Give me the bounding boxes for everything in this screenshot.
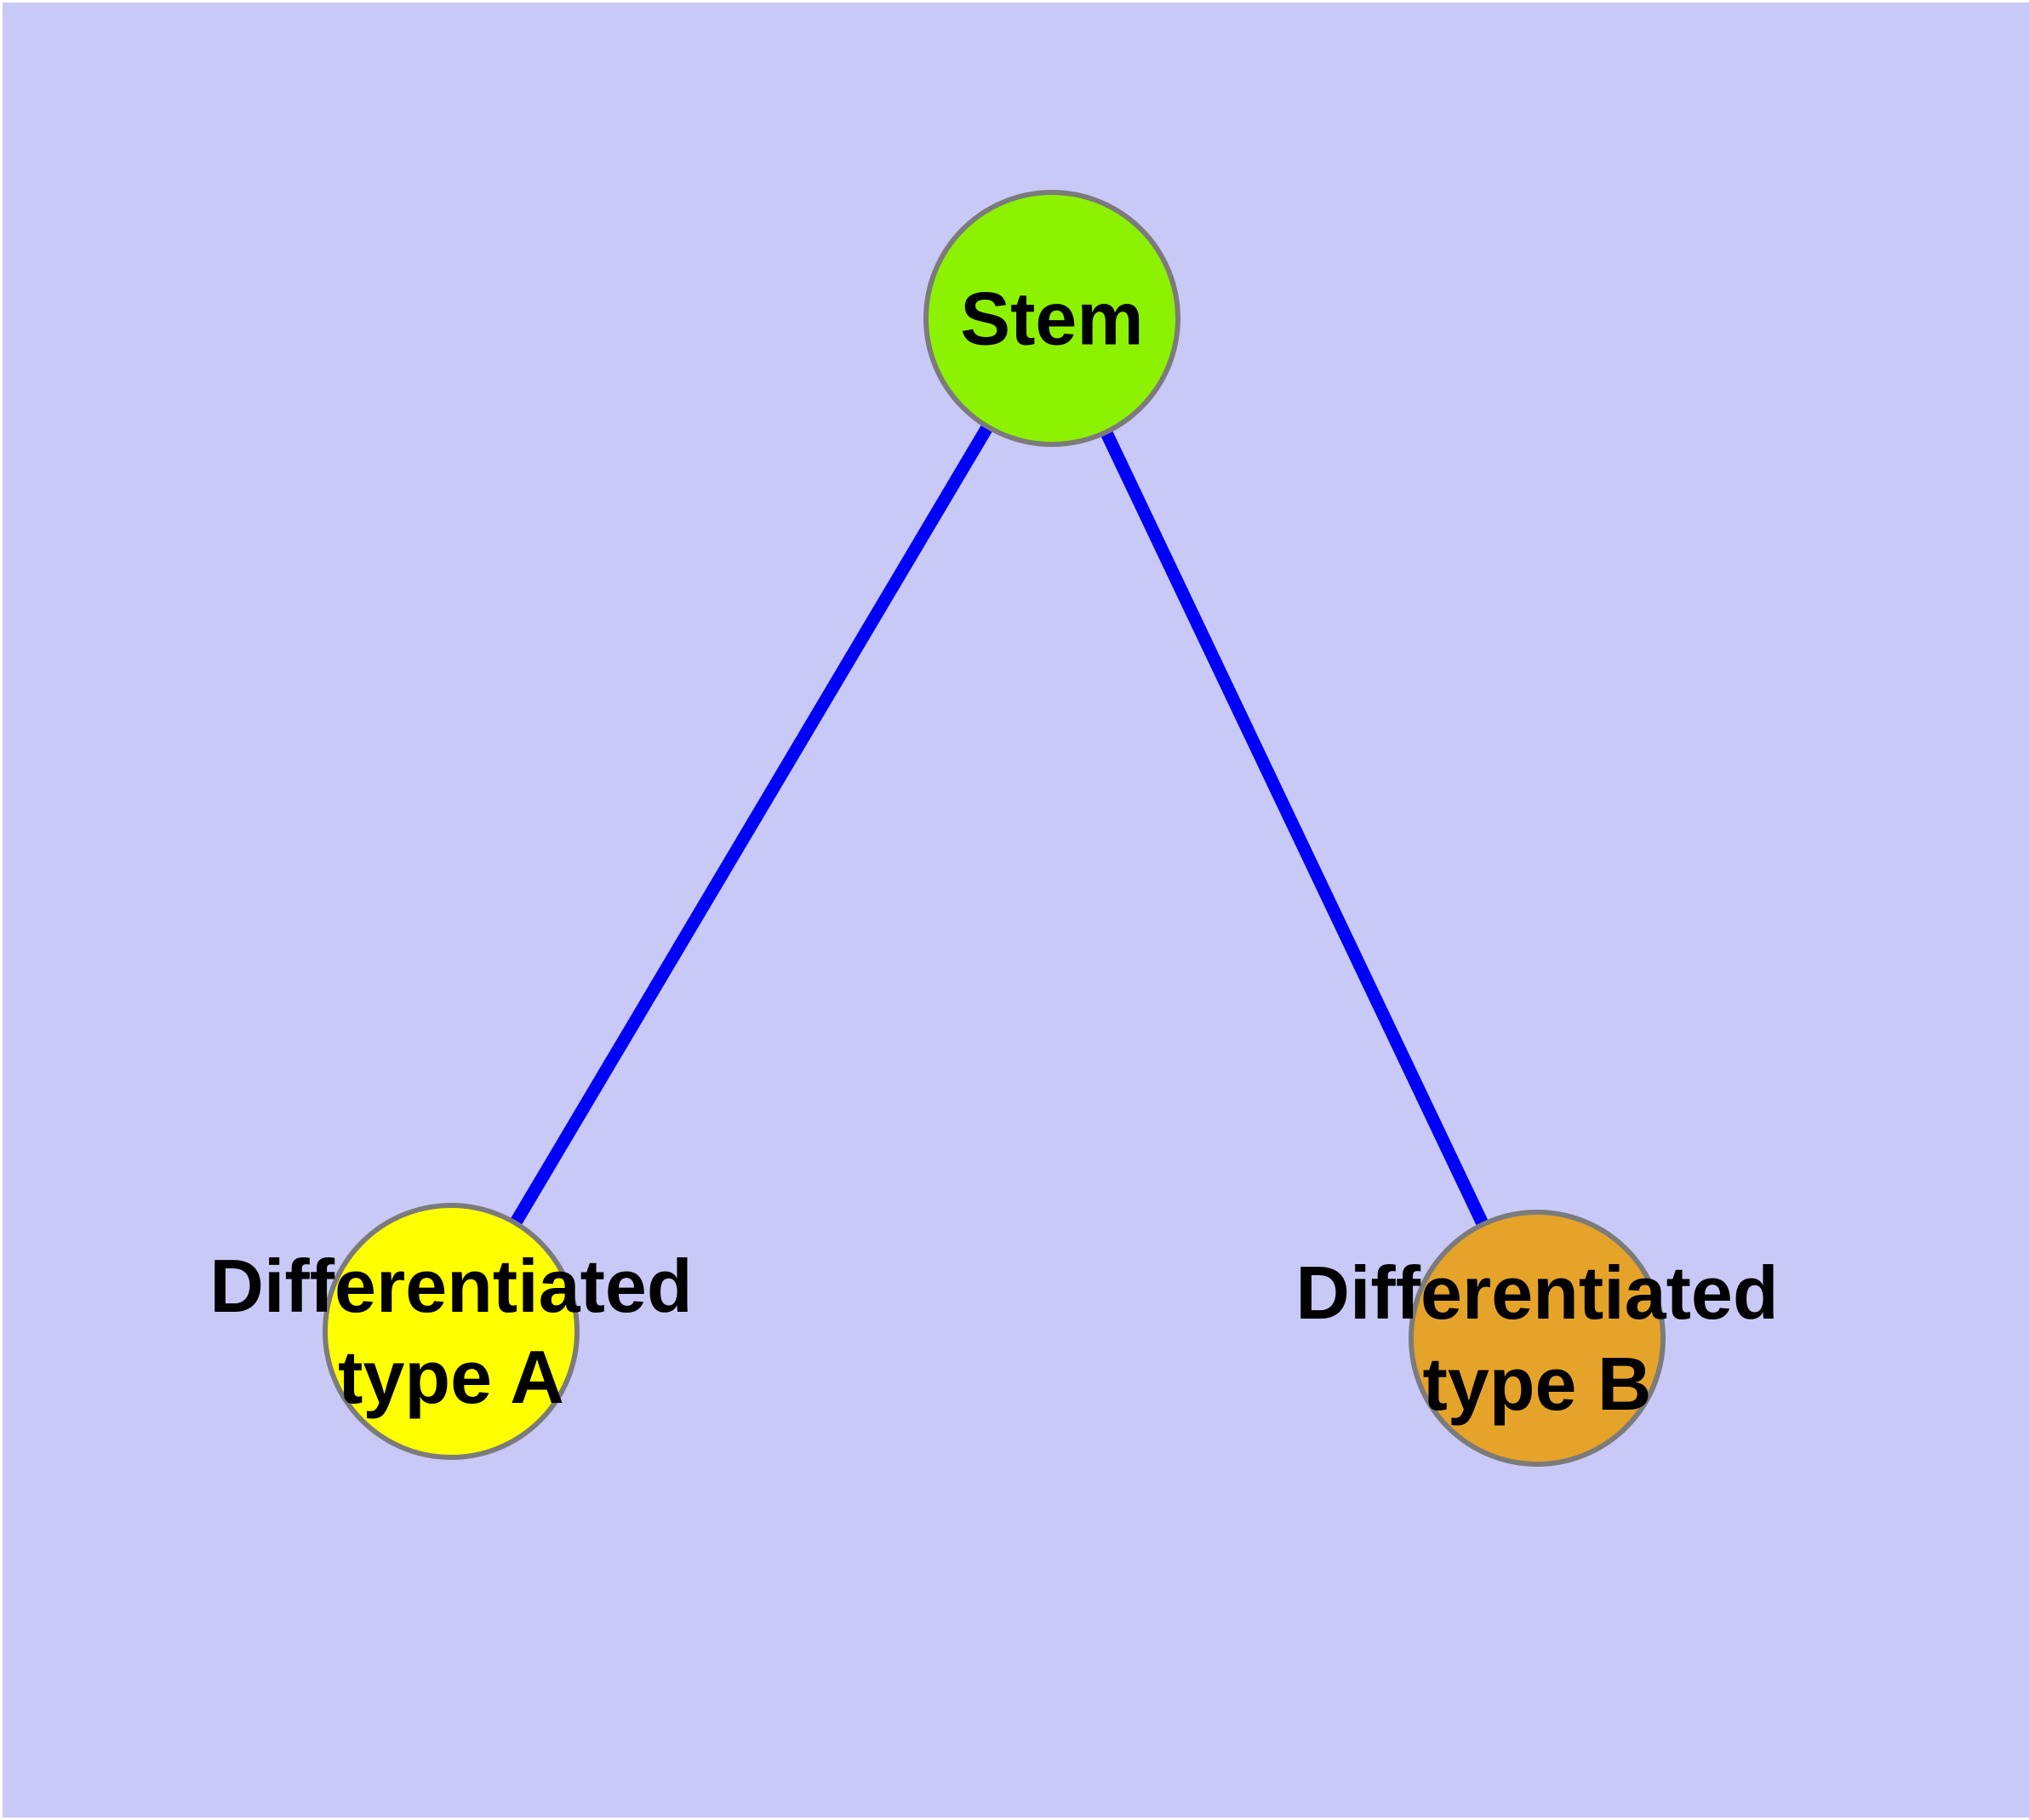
node-label-line: type A [338, 1335, 564, 1419]
nodes-layer [323, 190, 1666, 1467]
node-differentiated-type-a [323, 1203, 580, 1460]
node-label-stem: Stem [960, 273, 1143, 364]
node-differentiated-type-b [1409, 1210, 1666, 1467]
node-label-line: type B [1422, 1342, 1652, 1426]
node-stem [923, 190, 1180, 447]
edges-layer [445, 315, 1543, 1342]
node-label-line: Stem [960, 276, 1144, 361]
edge-stem-to-differentiated-type-b [1046, 315, 1543, 1342]
node-label-line: Differentiated [1295, 1251, 1779, 1335]
node-label-line: Differentiated [209, 1244, 693, 1328]
edge-stem-to-differentiated-type-a [445, 315, 1058, 1335]
